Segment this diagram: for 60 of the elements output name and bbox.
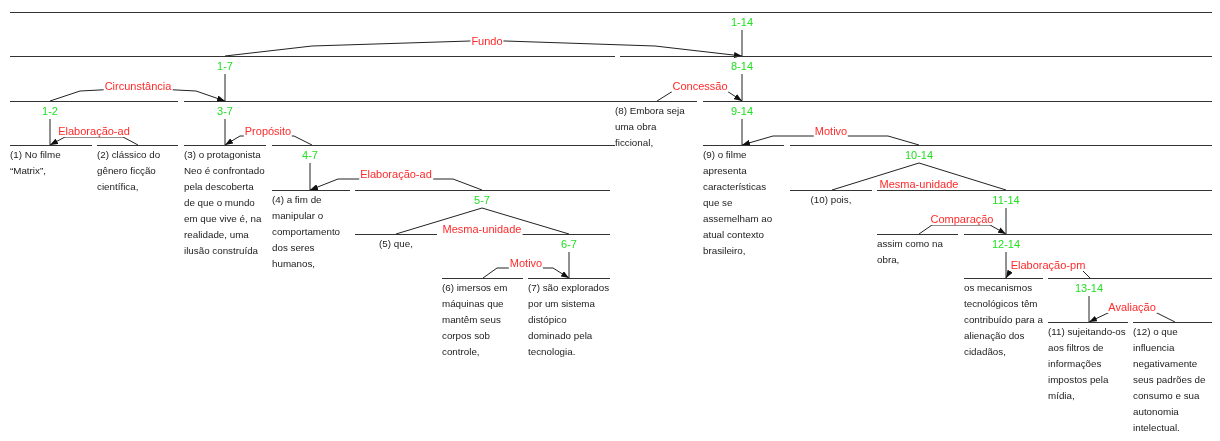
segment-text: (5) que, <box>379 237 413 251</box>
segment-text: (9) o filme apresenta características que se assemelham ao atual contexto brasileiro, <box>703 148 774 258</box>
segment-text: (11) sujeitando-os aos filtros de informações impostos pela mídia, <box>1048 325 1127 403</box>
segment-text: (6) imersos em máquinas que mantêm seus corpos sob controle, <box>442 281 509 359</box>
relation-label: Elaboração-pm <box>1009 259 1087 271</box>
segment-bar <box>355 234 437 252</box>
segment-text: os mecanismos tecnológicos têm contribuído para a alienação dos cidadãos, <box>964 281 1043 359</box>
segment-text: (1) No filme “Matrix”, <box>10 148 62 178</box>
segment-text: (10) pois, <box>810 193 852 207</box>
connector-line <box>309 162 311 191</box>
segment-text: assim como na obra, <box>877 237 944 267</box>
relation-label: Fundo <box>470 35 504 47</box>
span-range-label: 4-7 <box>302 149 318 162</box>
connector-line <box>395 207 483 235</box>
span-range-label: 11-14 <box>992 194 1020 207</box>
segment-text: (4) a fim de manipular o comportamento dos seres humanos, <box>272 193 342 271</box>
span-range-label: 1-14 <box>731 16 753 29</box>
relation-label: Mesma-unidade <box>441 223 523 235</box>
segment-text: (12) o que influencia negativamente seus padrões de consumo e sua autonomia intelectual. <box>1133 325 1207 435</box>
connector-line <box>481 207 570 235</box>
span-range-label: 6-7 <box>561 238 577 251</box>
connector-line <box>1005 251 1007 279</box>
connector-line <box>831 162 920 191</box>
span-range-label: 13-14 <box>1074 282 1104 295</box>
span-range-label: 1-2 <box>42 105 58 118</box>
connector-line <box>224 73 226 102</box>
connector-line <box>224 118 226 146</box>
connector-line <box>568 251 570 279</box>
span-range-label: 3-7 <box>217 105 233 118</box>
relation-label: Avaliação <box>1107 301 1157 313</box>
arrow <box>49 136 139 146</box>
arrow <box>224 40 743 59</box>
connector-line <box>741 29 743 57</box>
relation-label: Motivo <box>813 125 849 137</box>
segment-text: (2) clássico do gênero ficção científica, <box>97 148 162 194</box>
span-range-label: 1-7 <box>217 60 233 73</box>
connector-line <box>49 118 51 146</box>
relation-label: Motivo <box>508 257 544 269</box>
span-range-label: 5-7 <box>474 194 490 207</box>
connector-line <box>1005 207 1007 235</box>
relation-label: Propósito <box>243 125 293 137</box>
arrow <box>918 224 1007 235</box>
span-range-label: 10-14 <box>904 149 934 162</box>
relation-label: Concessão <box>671 80 729 92</box>
connector-line <box>918 162 1007 191</box>
span-range-label: 12-14 <box>991 238 1021 251</box>
segment-text: (3) o protagonista Neo é confrontado pela descoberta de que o mundo em que vive é, na realidade, uma ilusão construída <box>184 148 266 258</box>
connector-line <box>741 118 743 146</box>
segment-text: (7) são explorados por um sistema distópico dominado pela tecnologia. <box>528 281 610 359</box>
connector-line <box>741 73 743 102</box>
segment-text: (8) Embora seja uma obra ficcional, <box>615 104 686 150</box>
relation-label: Elaboração-ad <box>57 125 131 137</box>
span-range-label: 8-14 <box>731 60 753 73</box>
relation-label: Circunstância <box>103 80 173 92</box>
relation-label: Elaboração-ad <box>359 168 433 180</box>
span-range-label: 9-14 <box>731 105 753 118</box>
connector-line <box>1088 295 1090 323</box>
relation-label: Comparação <box>929 213 995 225</box>
relation-label: Mesma-unidade <box>878 178 960 190</box>
segment-bar <box>790 190 872 208</box>
